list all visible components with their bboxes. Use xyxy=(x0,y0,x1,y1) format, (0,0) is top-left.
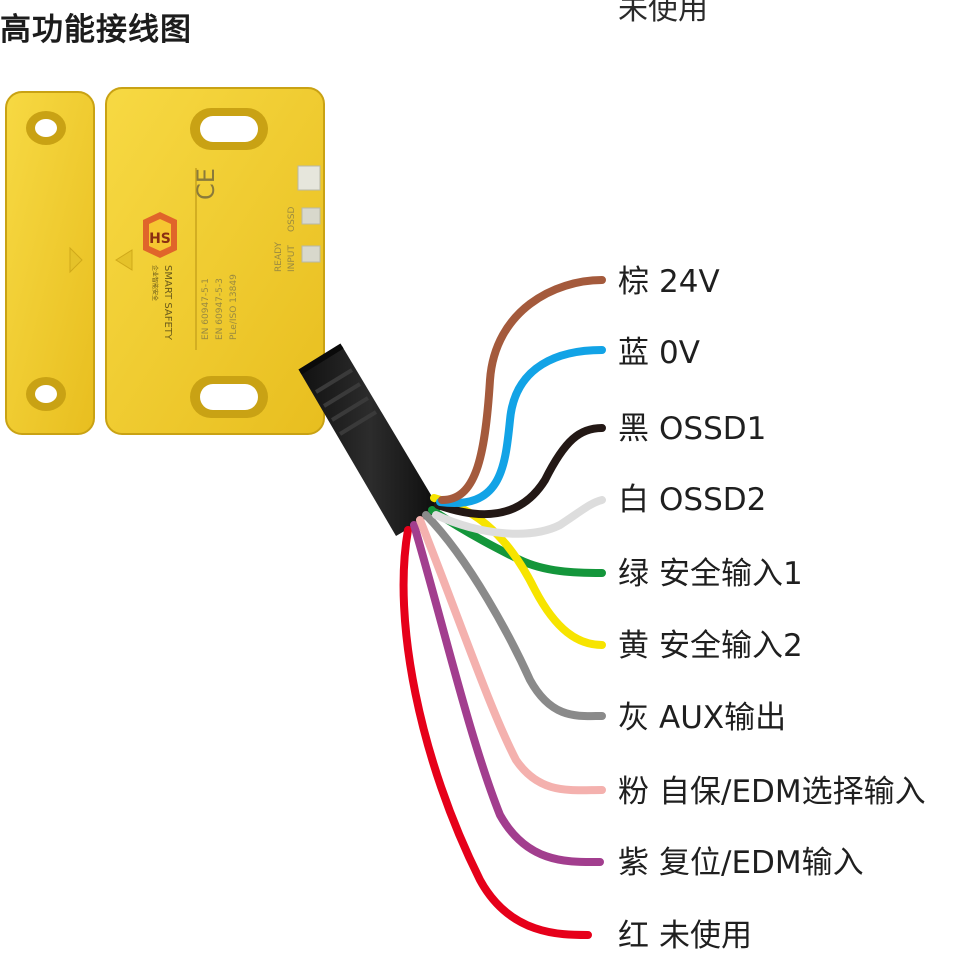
led-label-ready: READY xyxy=(274,241,284,272)
wire-label-brown: 棕 24V xyxy=(618,262,720,302)
wire-red xyxy=(399,526,592,939)
cert-line-1: EN 60947-5-1 xyxy=(201,278,211,340)
wire-gray xyxy=(422,511,606,721)
svg-text:HS: HS xyxy=(149,231,171,247)
wire-function-blue: 0V xyxy=(659,335,700,371)
wire-color-gray: 灰 xyxy=(618,700,649,736)
wire-function-yellow: 安全输入2 xyxy=(659,628,803,664)
sensor-body xyxy=(105,87,325,435)
clipped-top-label: 未使用 xyxy=(618,0,708,27)
diagram-title: 高功能接线图 xyxy=(0,12,192,48)
ce-mark: CE xyxy=(192,168,220,200)
wire-color-red: 红 xyxy=(618,918,649,954)
wire-label-blue: 蓝 0V xyxy=(618,333,700,373)
wire-black xyxy=(434,424,606,519)
wire-function-purple: 复位/EDM输入 xyxy=(659,845,864,881)
wire-label-red: 红未使用 xyxy=(618,916,752,956)
logo-subtext: 企业智能安全 xyxy=(151,265,159,301)
led-label-input: INPUT xyxy=(287,245,297,272)
cert-line-3: PLe/ISO 13849 xyxy=(229,274,239,340)
wire-color-yellow: 黄 xyxy=(618,628,649,664)
wire-color-pink: 粉 xyxy=(618,774,649,810)
wire-color-brown: 棕 xyxy=(618,264,649,300)
wire-white xyxy=(432,496,606,538)
safety-logo: HS xyxy=(143,212,177,258)
wire-color-white: 白 xyxy=(618,482,649,518)
actuator-block xyxy=(5,91,95,435)
wire-label-yellow: 黄安全输入2 xyxy=(618,626,803,666)
wire-group xyxy=(399,276,606,939)
wire-color-purple: 紫 xyxy=(618,845,649,881)
wire-function-black: OSSD1 xyxy=(659,411,767,447)
led-label-ossd: OSSD xyxy=(287,206,297,232)
wire-function-white: OSSD2 xyxy=(659,482,767,518)
wire-label-white: 白 OSSD2 xyxy=(618,480,766,520)
wire-label-purple: 紫复位/EDM输入 xyxy=(618,843,864,883)
wire-color-green: 绿 xyxy=(618,556,649,592)
cable xyxy=(298,343,440,536)
wire-function-green: 安全输入1 xyxy=(659,556,803,592)
wire-label-pink: 粉自保/EDM选择输入 xyxy=(618,772,926,812)
wire-label-gray: 灰 AUX输出 xyxy=(618,698,786,738)
wire-function-gray: AUX输出 xyxy=(659,700,787,736)
wire-purple xyxy=(410,521,604,867)
cert-line-2: EN 60947-5-3 xyxy=(215,278,225,340)
wire-function-red: 未使用 xyxy=(659,918,752,954)
logo-text: SMART SAFETY xyxy=(162,265,173,341)
wire-function-pink: 自保/EDM选择输入 xyxy=(659,774,926,810)
wire-pink xyxy=(416,516,606,795)
status-led-windows xyxy=(297,165,321,263)
wire-function-brown: 24V xyxy=(659,264,720,300)
wire-label-black: 黑 OSSD1 xyxy=(618,409,766,449)
wire-blue xyxy=(436,346,606,508)
wire-brown xyxy=(438,276,606,504)
wire-color-black: 黑 xyxy=(618,411,649,447)
wire-label-green: 绿安全输入1 xyxy=(618,554,803,594)
wire-color-blue: 蓝 xyxy=(618,335,649,371)
